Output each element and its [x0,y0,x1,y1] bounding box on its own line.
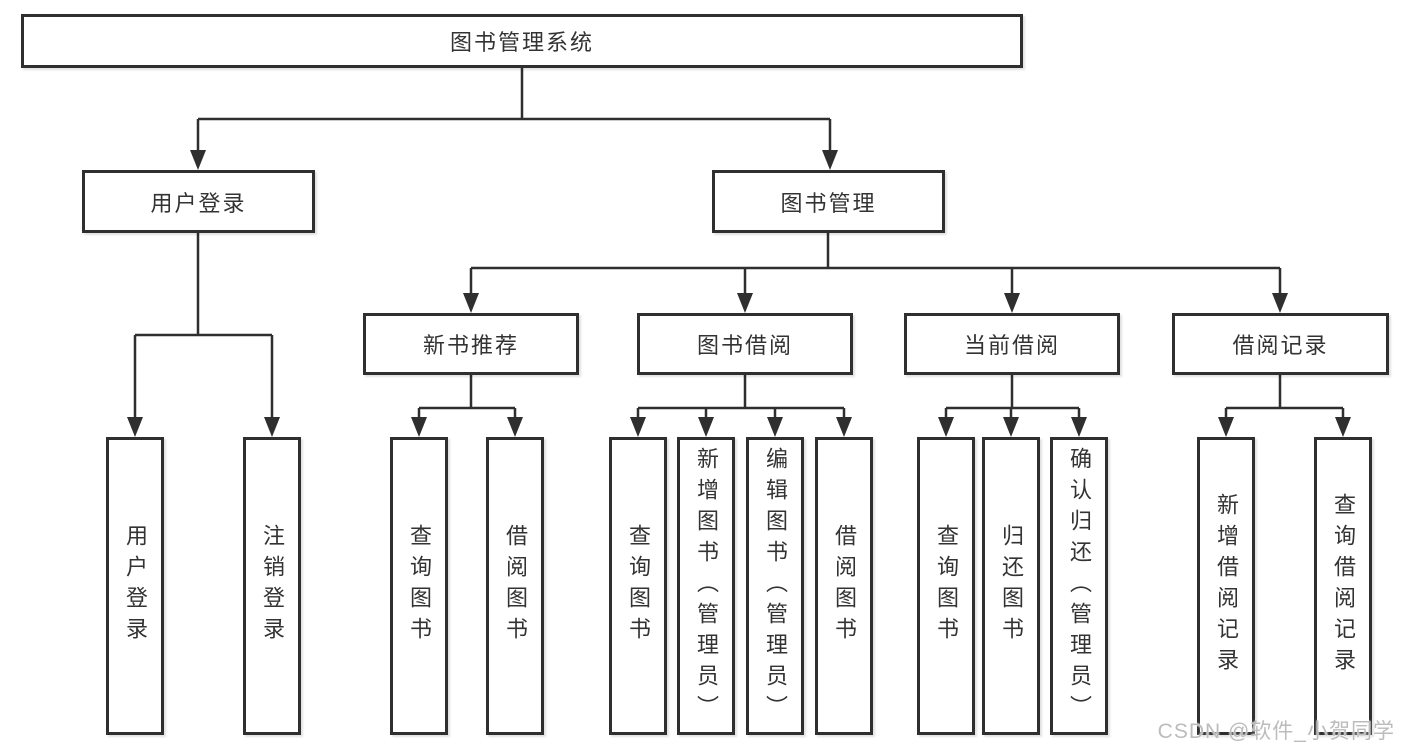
node-leaf-current-confirm: 确认归还（管理员） [1050,437,1108,735]
node-user-login: 用户登录 [82,170,315,233]
node-book-borrow-label: 图书借阅 [696,333,793,358]
node-leaf-current-query-label: 查询图书 [934,524,959,648]
node-leaf-borrow-edit: 编辑图书（管理员） [746,437,804,735]
node-user-login-label: 用户登录 [150,190,247,216]
connector-currentborrow-to-leaves [944,375,1081,418]
arrowhead [938,417,954,437]
node-leaf-borrow-borrow: 借阅图书 [815,437,873,735]
node-leaf-newbook-query: 查询图书 [390,437,448,735]
node-leaf-current-return-label: 归还图书 [999,524,1024,648]
arrowhead [507,417,523,437]
node-leaf-borrow-query-label: 查询图书 [626,524,651,648]
arrowhead [411,417,427,437]
node-leaf-borrow-add: 新增图书（管理员） [677,437,735,735]
arrowhead [630,417,646,437]
connector-bookmgmt-to-level3 [469,233,1282,294]
node-leaf-user-login-label: 用户登录 [123,524,148,648]
node-leaf-current-return: 归还图书 [982,437,1040,735]
node-new-book: 新书推荐 [363,313,579,375]
node-leaf-current-query: 查询图书 [917,437,975,735]
arrowhead [1071,417,1087,437]
arrowhead [698,417,714,437]
arrowhead [737,293,753,313]
node-leaf-borrow-borrow-label: 借阅图书 [832,524,857,648]
node-leaf-borrow-edit-label: 编辑图书（管理员） [763,446,788,726]
connector-root-to-level2 [196,68,832,151]
arrowhead [836,417,852,437]
connector-newbook-to-leaves [417,375,517,418]
arrowhead [822,150,838,170]
connector-borrowrecord-to-leaves [1224,375,1345,418]
node-leaf-newbook-query-label: 查询图书 [407,524,432,648]
connector-userlogin-to-leaves [133,233,274,418]
arrowhead [463,293,479,313]
node-leaf-logout: 注销登录 [243,437,301,735]
arrowhead [1004,293,1020,313]
arrowhead [1335,417,1351,437]
arrowhead [1003,417,1019,437]
node-leaf-borrow-query: 查询图书 [609,437,667,735]
arrowhead [264,417,280,437]
csdn-watermark: CSDN @软件_小贺同学 [1157,720,1395,743]
node-book-mgmt-label: 图书管理 [780,190,877,216]
node-leaf-newbook-borrow-label: 借阅图书 [503,524,528,648]
node-leaf-user-login: 用户登录 [106,437,164,735]
arrowhead [767,417,783,437]
arrowhead [190,150,206,170]
node-leaf-record-add-label: 新增借阅记录 [1214,493,1239,679]
node-current-borrow: 当前借阅 [904,313,1120,375]
node-leaf-logout-label: 注销登录 [260,524,285,648]
node-root: 图书管理系统 [21,14,1023,68]
arrowhead [1218,417,1234,437]
node-leaf-record-query: 查询借阅记录 [1314,437,1372,735]
node-leaf-newbook-borrow: 借阅图书 [486,437,544,735]
node-book-borrow: 图书借阅 [637,313,853,375]
node-leaf-borrow-add-label: 新增图书（管理员） [694,446,719,726]
node-current-borrow-label: 当前借阅 [963,333,1060,358]
node-leaf-record-query-label: 查询借阅记录 [1331,493,1356,679]
arrowhead [1272,293,1288,313]
connector-bookborrow-to-leaves [636,375,846,418]
node-borrow-record-label: 借阅记录 [1232,333,1329,358]
node-leaf-current-confirm-label: 确认归还（管理员） [1067,446,1092,726]
node-new-book-label: 新书推荐 [422,333,519,358]
node-borrow-record: 借阅记录 [1172,313,1389,375]
arrowhead [127,417,143,437]
node-leaf-record-add: 新增借阅记录 [1197,437,1255,735]
node-root-label: 图书管理系统 [449,30,594,55]
node-book-mgmt: 图书管理 [712,170,945,233]
